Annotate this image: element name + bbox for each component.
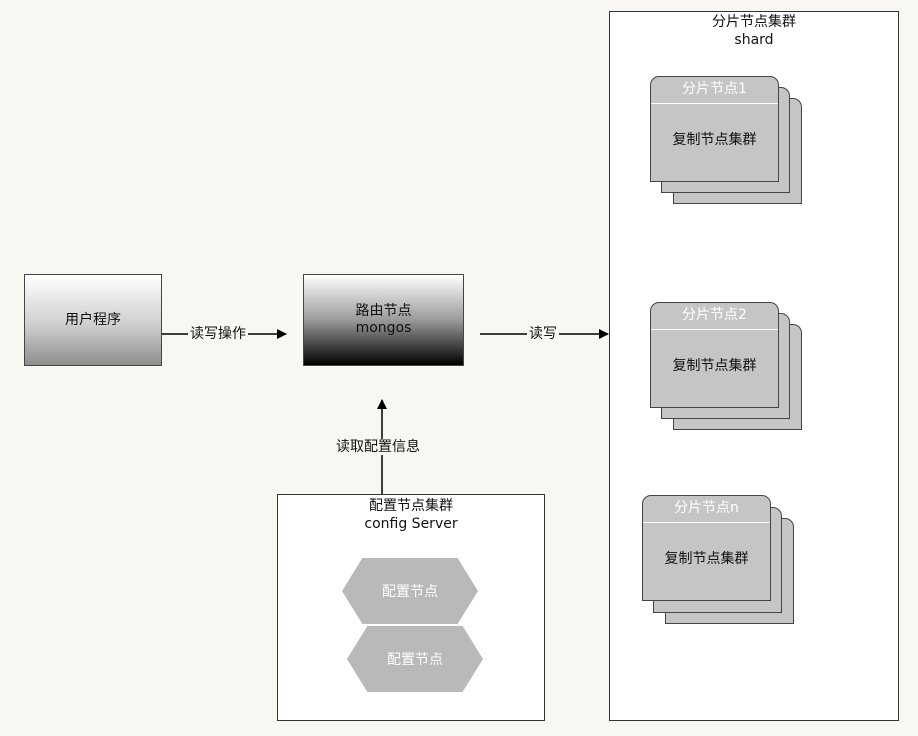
edge-label-router-to-shard: 读写 xyxy=(527,326,559,342)
config-node-label: 配置节点 xyxy=(387,652,443,668)
config-cluster-title: 配置节点集群 xyxy=(369,498,453,514)
shard-node-title: 分片节点1 xyxy=(651,77,778,104)
config-node-label: 配置节点 xyxy=(382,584,438,600)
shard-node-n: 分片节点n 复制节点集群 xyxy=(642,495,771,601)
shard-node-body: 复制节点集群 xyxy=(672,131,757,148)
shard-node-2: 分片节点2 复制节点集群 xyxy=(650,302,779,408)
router-node: 路由节点 mongos xyxy=(303,274,464,366)
shard-node-title: 分片节点2 xyxy=(651,303,778,330)
router-sublabel: mongos xyxy=(355,320,412,336)
shard-node-body: 复制节点集群 xyxy=(664,550,749,567)
user-program-node: 用户程序 xyxy=(24,274,162,366)
router-label: 路由节点 xyxy=(355,303,412,319)
edge-label-user-to-router: 读写操作 xyxy=(188,326,248,342)
shard-cluster-title: 分片节点集群 xyxy=(712,14,796,30)
config-cluster-subtitle: config Server xyxy=(364,516,458,532)
config-node: 配置节点 xyxy=(342,558,478,624)
user-program-label: 用户程序 xyxy=(65,311,121,328)
shard-node-1: 分片节点1 复制节点集群 xyxy=(650,76,779,182)
config-cluster: 配置节点集群 config Server 配置节点 配置节点 xyxy=(277,494,545,721)
config-node: 配置节点 xyxy=(347,626,483,692)
edge-label-config-to-router: 读取配置信息 xyxy=(334,439,422,455)
shard-node-body: 复制节点集群 xyxy=(672,357,757,374)
shard-node-title: 分片节点n xyxy=(643,496,770,523)
shard-cluster-subtitle: shard xyxy=(734,32,774,48)
